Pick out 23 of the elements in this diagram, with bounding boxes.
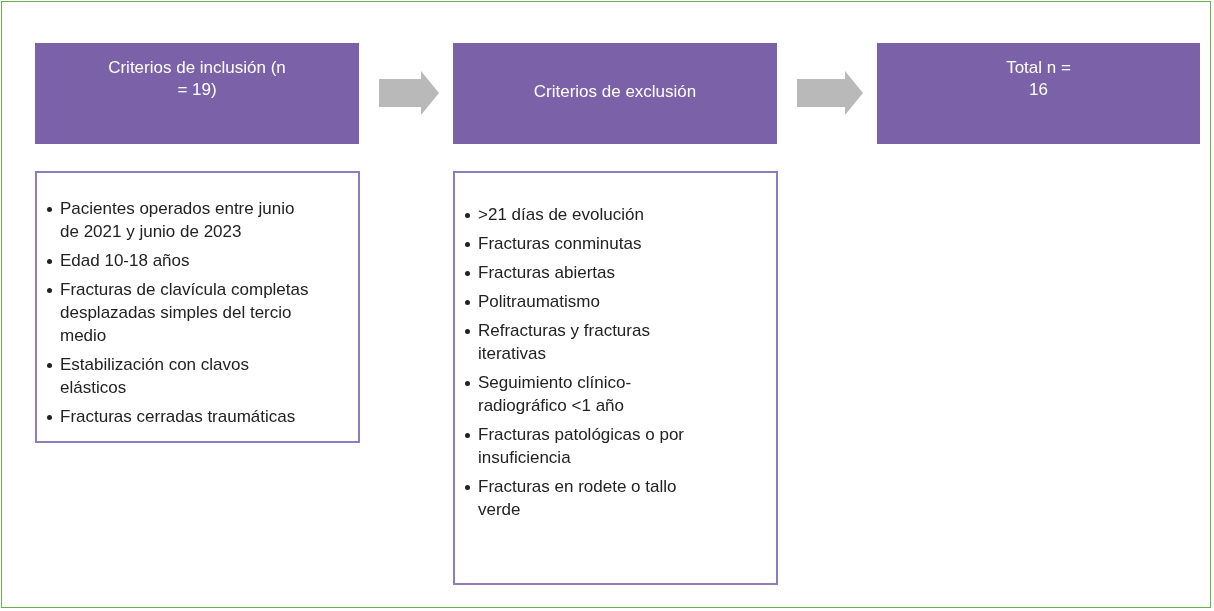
bullet-item: Seguimiento clínico-radiográfico <1 año [478, 372, 633, 417]
bullet-item: Fracturas en rodete o tallo verde [478, 476, 678, 521]
bullet-item: Fracturas de clavícula completas desplazadas simples del tercio medio [60, 279, 310, 347]
header-text: Criterios de exclusión [533, 81, 697, 103]
header-box [453, 43, 777, 144]
bullet-item: Fracturas conminutas [478, 233, 642, 255]
block-arrow [797, 71, 863, 115]
header-text: Total n = 16 [1005, 57, 1072, 101]
header-box [35, 43, 359, 144]
criteria-list-box [453, 171, 778, 585]
bullet-item: Edad 10-18 años [60, 250, 190, 272]
bullet-item: >21 días de evolución [478, 204, 644, 226]
bullet-item: Fracturas patológicas o por insuficiencia [478, 424, 685, 469]
bullet-item: Pacientes operados entre junio de 2021 y junio de 2023 [60, 198, 296, 243]
bullet-item: Fracturas abiertas [478, 262, 615, 284]
header-text: Criterios de inclusión (n = 19) [107, 57, 287, 101]
header-box [877, 43, 1200, 144]
bullet-item: Fracturas cerradas traumáticas [60, 406, 296, 428]
bullet-item: Estabilización con clavos elásticos [60, 354, 250, 399]
criteria-list-box [35, 171, 360, 443]
bullet-item: Politraumatismo [478, 291, 600, 313]
bullet-item: Refracturas y fracturas iterativas [478, 320, 651, 365]
block-arrow [379, 71, 439, 115]
